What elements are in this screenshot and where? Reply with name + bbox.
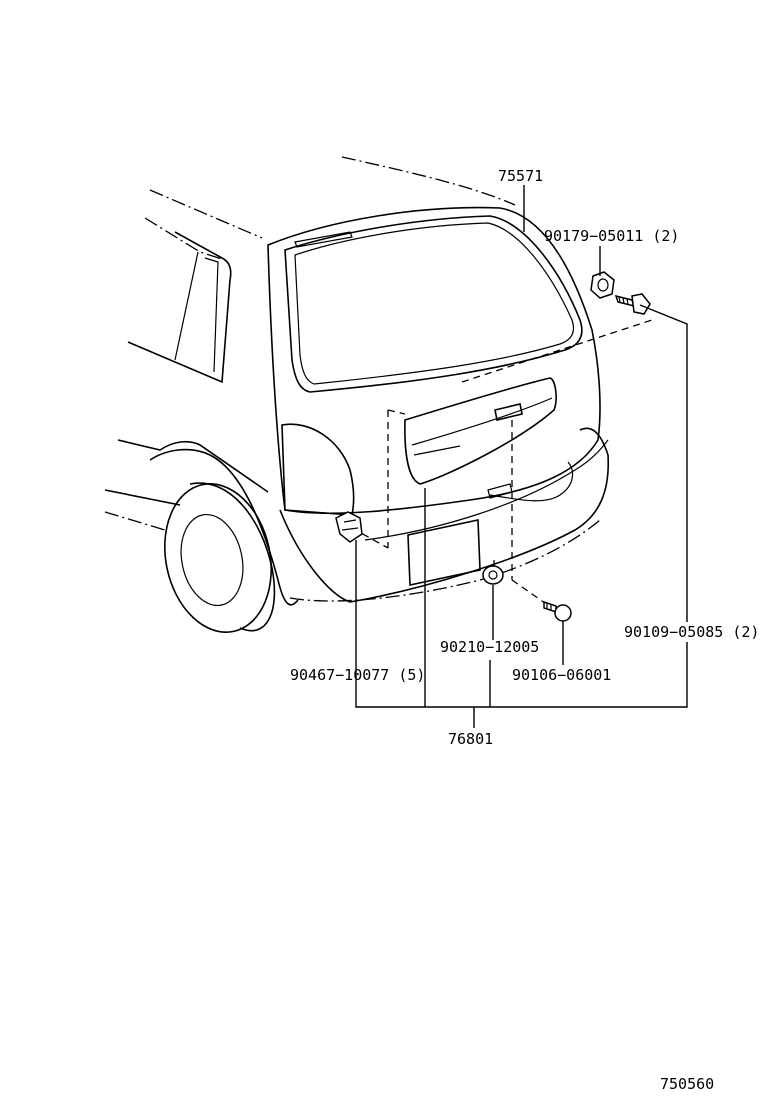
side-window-pillar [204, 257, 219, 373]
nut-icon [590, 271, 615, 299]
rear-combination-lamp [281, 423, 355, 516]
garnish-inner-band [411, 397, 553, 446]
roof-phantom-line [341, 156, 516, 206]
label-clip: 90467−10077 (5) [290, 666, 425, 684]
leader-76801-bracket [355, 540, 688, 708]
assembly-dashed-lines [351, 319, 653, 609]
back-door-outline [267, 206, 601, 515]
grommet-icon [482, 565, 504, 585]
rear-bumper [279, 427, 610, 603]
rear-body-side [104, 489, 181, 506]
tire-tread [189, 482, 276, 632]
garnish-handle-opening [494, 403, 523, 421]
dash-upper-fastener [461, 319, 653, 383]
vehicle-outline [104, 156, 610, 633]
label-screw-lower: 90106−06001 [512, 666, 611, 684]
wheel-arch [149, 448, 299, 606]
side-window-phantom-line [144, 217, 226, 261]
tire-inner [180, 513, 244, 607]
rear-quarter-panel [117, 439, 269, 493]
side-rear-window-inner [174, 251, 199, 361]
back-door-garnish [404, 377, 557, 499]
label-nut-upper: 90179−05011 (2) [544, 227, 679, 245]
bumper-phantom-line [289, 519, 601, 602]
clip-icon [335, 511, 363, 543]
label-grommet: 90210−12005 [440, 638, 539, 656]
leader-90109 [639, 304, 688, 622]
bumper-upper-edge [364, 439, 609, 541]
rocker-phantom-line [104, 511, 166, 531]
garnish-outline [404, 377, 557, 485]
roof-side-phantom-line [149, 189, 263, 239]
leader-lines [355, 185, 688, 728]
label-garnish-assy: 76801 [448, 730, 493, 748]
dash-garnish-top [387, 409, 406, 415]
callout-labels: 75571 90179−05011 (2) 90109−05085 (2) 90… [290, 167, 759, 1093]
label-screw-upper: 90109−05085 (2) [624, 623, 759, 641]
back-window-glass [284, 215, 583, 393]
screw-lower-icon [543, 600, 572, 622]
tire-outer [163, 483, 273, 633]
side-rear-window [127, 231, 232, 384]
high-mount-stop-lamp [294, 231, 353, 248]
figure-number: 750560 [660, 1075, 714, 1093]
license-plate-recess [407, 519, 481, 586]
back-window-glass-inner [294, 222, 575, 385]
lower-bumper-curve [489, 461, 574, 502]
garnish-lower-band [413, 445, 461, 456]
screw-icon [614, 293, 651, 315]
label-trim-hatch: 75571 [498, 167, 543, 185]
